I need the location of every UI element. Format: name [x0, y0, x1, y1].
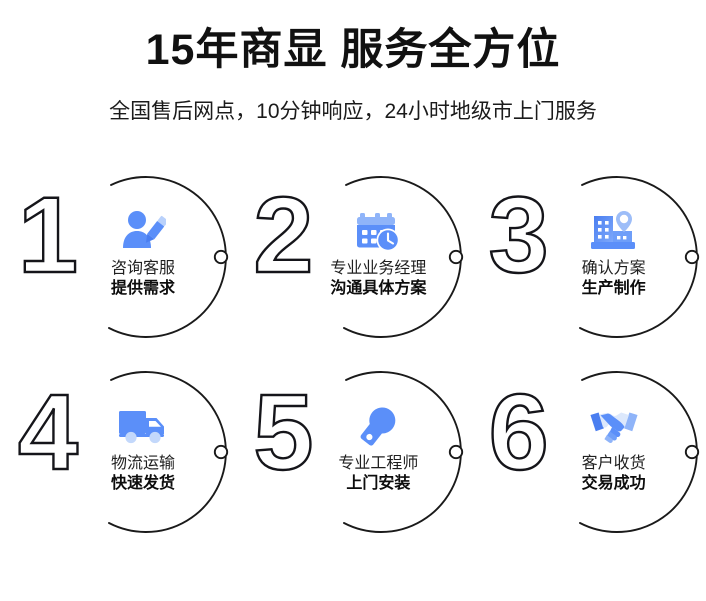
step-ring-6	[526, 366, 699, 538]
step-card-2[interactable]: 2	[235, 163, 470, 358]
step-card-5[interactable]: 5 专业工程师 上门安装	[235, 358, 470, 553]
step-number-4: 4	[17, 371, 79, 492]
step-card-4[interactable]: 4 物流运输 快速发货	[0, 358, 235, 553]
header-block: 15年商显 服务全方位 全国售后网点，10分钟响应，24小时地级市上门服务	[0, 0, 706, 125]
step-ring-3	[526, 171, 699, 343]
step-card-1[interactable]: 1 咨询客服 提供需求	[0, 163, 235, 358]
page-title: 15年商显 服务全方位	[145, 26, 561, 74]
page-subtitle: 全国售后网点，10分钟响应，24小时地级市上门服务	[109, 100, 597, 124]
step-ring-1	[55, 171, 229, 343]
step-card-6[interactable]: 6 客户收货 交易成功	[471, 358, 706, 553]
step-ring-4	[55, 366, 229, 538]
process-steps-grid: 1 咨询客服 提供需求	[0, 163, 706, 553]
step-number-2: 2	[252, 174, 314, 295]
step-number-6: 6	[487, 371, 549, 492]
step-number-3: 3	[487, 174, 549, 295]
step-number-1: 1	[17, 174, 79, 295]
step-card-3[interactable]: 3	[471, 163, 706, 358]
step-ring-2	[290, 171, 464, 343]
step-number-5: 5	[252, 371, 314, 492]
step-ring-5	[290, 366, 464, 538]
